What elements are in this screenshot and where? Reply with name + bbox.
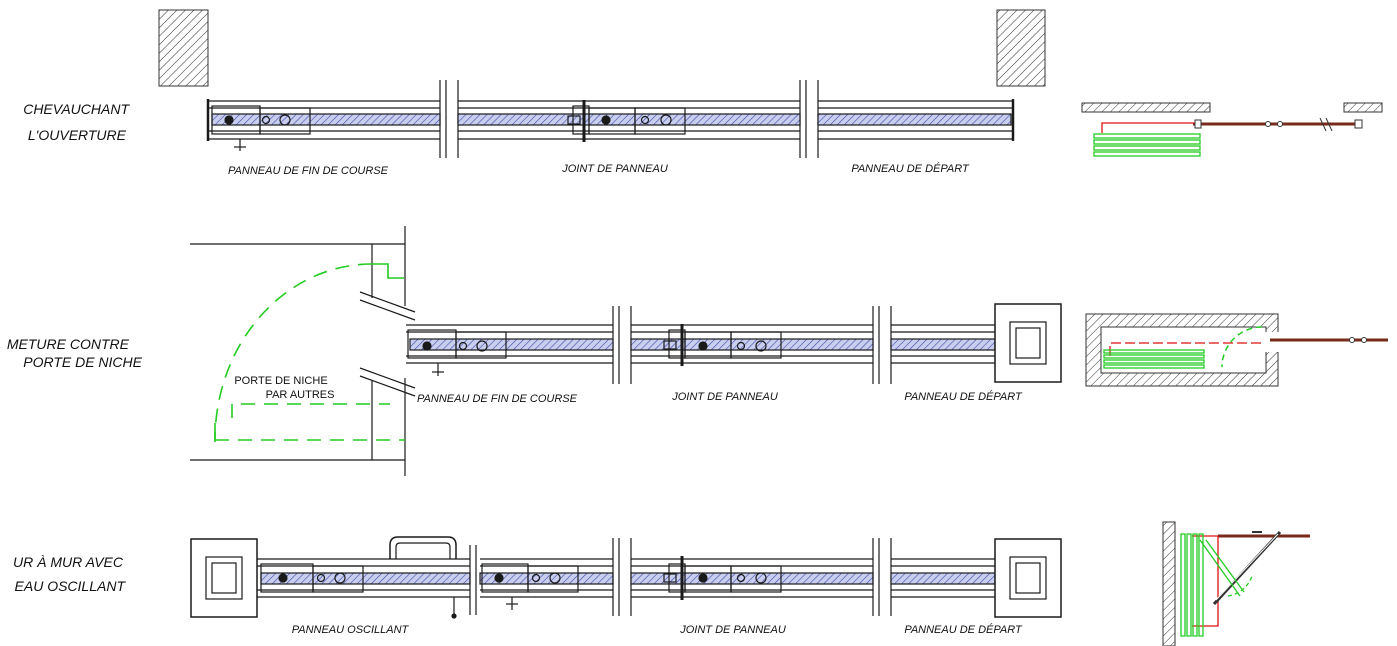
niche-door-swing bbox=[214, 263, 405, 442]
row-1: CHEVAUCHANT L'OUVERTURE PANNEAU DE FIN D… bbox=[23, 9, 1383, 177]
panel-label-end: PANNEAU DE FIN DE COURSE bbox=[228, 165, 389, 177]
wall-right bbox=[996, 9, 1046, 87]
panel-label-start: PANNEAU DE DÉPART bbox=[904, 390, 1023, 403]
panel-label-joint: JOINT DE PANNEAU bbox=[679, 624, 786, 636]
panel-label-start: PANNEAU DE DÉPART bbox=[851, 162, 970, 175]
row-label-line-2: L'OUVERTURE bbox=[28, 127, 127, 143]
wall-left bbox=[158, 9, 209, 87]
plan-detail-niche bbox=[1085, 313, 1388, 387]
row-label-line-1: METURE CONTRE bbox=[7, 336, 130, 352]
row-3: UR À MUR AVEC EAU OSCILLANT PANNEAU OSCI… bbox=[13, 521, 1310, 646]
panel-label-start: PANNEAU DE DÉPART bbox=[904, 623, 1023, 636]
panel-label-joint: JOINT DE PANNEAU bbox=[561, 163, 668, 175]
row-label-line-2: EAU OSCILLANT bbox=[15, 578, 127, 594]
panel-label-end: PANNEAU DE FIN DE COURSE bbox=[417, 393, 578, 405]
track-assembly bbox=[190, 536, 1062, 619]
panel-label-oscillating: PANNEAU OSCILLANT bbox=[292, 624, 410, 636]
row-label-line-1: UR À MUR AVEC bbox=[13, 554, 124, 570]
track-assembly bbox=[206, 80, 1015, 158]
plan-detail-swing bbox=[1162, 521, 1310, 646]
track-assembly bbox=[406, 303, 1062, 384]
niche-note-line-1: PORTE DE NICHE bbox=[234, 375, 327, 387]
niche-frame bbox=[190, 226, 416, 476]
row-label-line-2: PORTE DE NICHE bbox=[23, 354, 142, 370]
panel-label-joint: JOINT DE PANNEAU bbox=[671, 391, 778, 403]
row-2: PORTE DE NICHE PAR AUTRES bbox=[7, 226, 1388, 476]
plan-detail-overlap bbox=[1081, 102, 1383, 157]
niche-note-line-2: PAR AUTRES bbox=[266, 389, 335, 401]
row-label-line-1: CHEVAUCHANT bbox=[23, 101, 130, 117]
